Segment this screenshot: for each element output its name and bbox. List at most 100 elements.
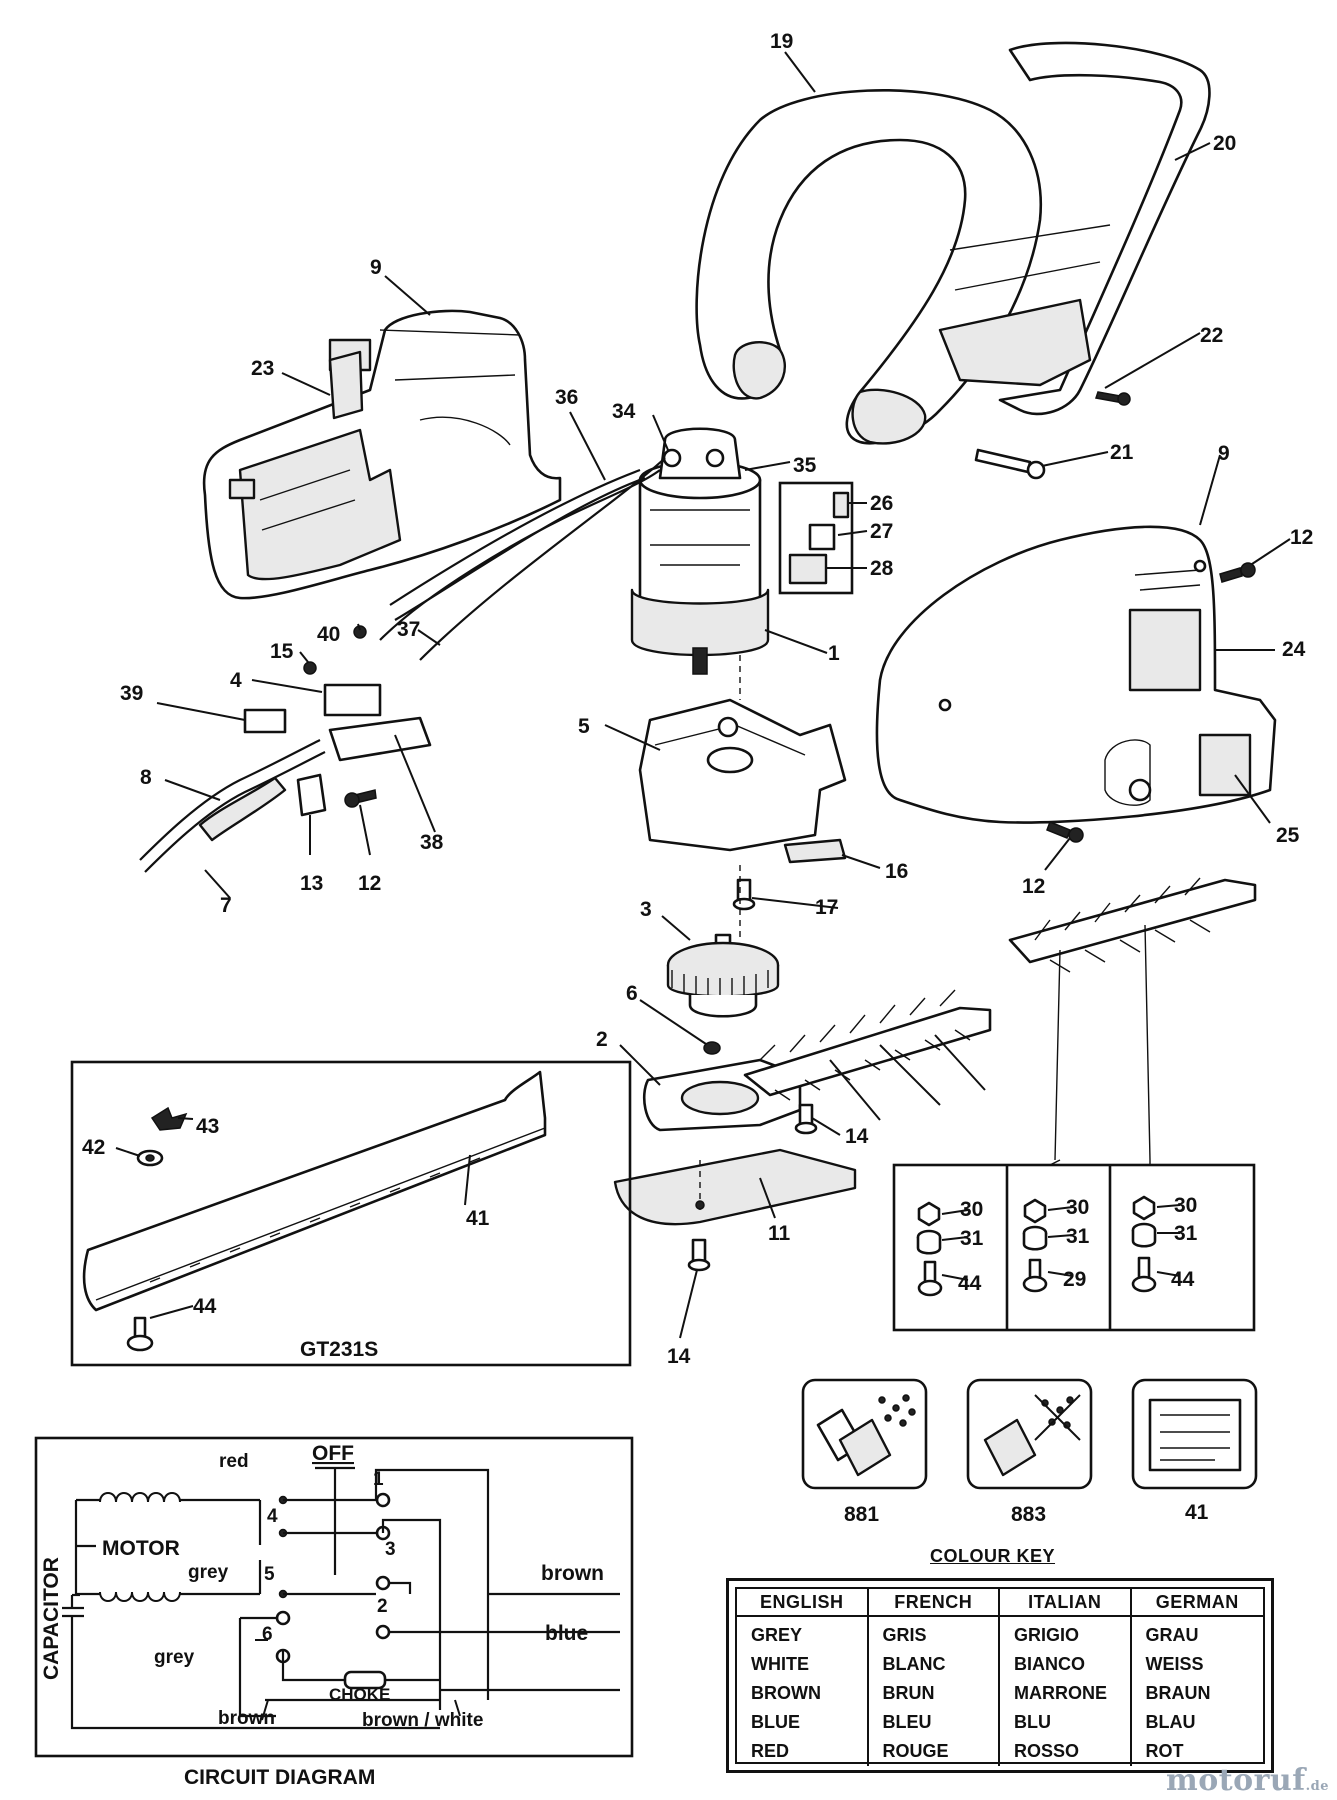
switch-cover-part-23	[328, 350, 364, 420]
callout-42: 42	[82, 1136, 105, 1159]
screw-part-14-lower	[687, 1238, 711, 1272]
blade-assembly	[743, 989, 992, 1121]
callout-2: 2	[596, 1028, 608, 1051]
colour-cell: BLAU	[1145, 1712, 1196, 1732]
colour-cell: MARRONE	[1014, 1683, 1107, 1703]
callout-4: 4	[230, 669, 242, 692]
clamp-part-38	[328, 716, 432, 762]
colour-key-table: ENGLISH GREY WHITE BROWN BLUE RED FRENCH…	[726, 1578, 1274, 1773]
holder-part-28	[788, 553, 828, 585]
gear-part-3	[666, 933, 780, 1018]
colour-key-title: COLOUR KEY	[930, 1546, 1056, 1566]
screw-part-29-kit2	[1022, 1258, 1048, 1293]
colour-cell: BLUE	[751, 1712, 800, 1732]
kit1-callout-44: 44	[958, 1272, 982, 1295]
choke-label: CHOKE	[329, 1685, 390, 1704]
wire-label-brown-right: brown	[541, 1562, 604, 1585]
callout-36: 36	[555, 386, 578, 409]
callout-25: 25	[1276, 824, 1300, 847]
hand-wash-icon	[816, 1394, 916, 1477]
callout-3: 3	[640, 898, 652, 921]
column-header: ITALIAN	[1000, 1589, 1130, 1617]
screw-part-22	[1095, 391, 1131, 406]
callout-41: 41	[466, 1207, 490, 1230]
callout-40: 40	[317, 623, 340, 646]
switch-label-off: OFF	[312, 1442, 354, 1465]
kit2-callout-30: 30	[1066, 1196, 1089, 1219]
callout-43: 43	[196, 1115, 219, 1138]
symbol-41-label: 41	[1185, 1501, 1209, 1524]
brush-part-26	[832, 491, 850, 519]
circuit-diagram	[34, 1436, 634, 1758]
kit2-callout-31: 31	[1066, 1225, 1090, 1248]
circuit-diagram-title: CIRCUIT DIAGRAM	[184, 1766, 375, 1789]
motor-label: MOTOR	[102, 1537, 180, 1560]
callout-19: 19	[770, 30, 793, 53]
callout-21: 21	[1110, 441, 1134, 464]
bottom-plate-part-11	[613, 1148, 857, 1226]
colour-cell: WHITE	[751, 1654, 809, 1674]
wing-nut-part-43	[150, 1106, 188, 1131]
callout-12-left: 12	[358, 872, 381, 895]
callout-11: 11	[768, 1222, 791, 1245]
cable-sleeve-part-8	[198, 776, 287, 842]
nut-part-30-kit1	[917, 1201, 941, 1227]
symbol-41-box	[1131, 1378, 1258, 1490]
brush-holder-part-34	[662, 448, 682, 468]
colour-cell: GRIGIO	[1014, 1625, 1080, 1645]
manual-sheet-icon	[1148, 1398, 1242, 1472]
circuit-labels: red OFF 1 4 3 MOTOR grey 5 brown 2 6 blu…	[40, 1442, 604, 1789]
hand-guard-part-20	[938, 41, 1211, 416]
hardware-kits-box	[892, 1163, 1256, 1332]
gearbox-part-5	[638, 698, 847, 852]
callout-28: 28	[870, 557, 894, 580]
nut-part-30-kit3	[1132, 1195, 1156, 1221]
callout-20: 20	[1213, 132, 1236, 155]
callout-17: 17	[815, 896, 838, 919]
kit1-callout-31: 31	[960, 1227, 984, 1250]
capacitor-label: CAPACITOR	[40, 1557, 63, 1680]
terminal-6: 6	[262, 1624, 273, 1645]
spacer-part-31-kit3	[1131, 1222, 1157, 1248]
colour-cell: BRUN	[882, 1683, 935, 1703]
inset-gt231s	[70, 1060, 632, 1367]
callout-27: 27	[870, 520, 893, 543]
colour-cell: ROUGE	[882, 1741, 949, 1761]
screw-part-44-kit3	[1131, 1256, 1157, 1293]
no-wash-icon	[983, 1394, 1081, 1477]
colour-key-column-german: GERMAN GRAU WEISS BRAUN BLAU ROT	[1131, 1589, 1263, 1766]
callout-7: 7	[220, 894, 232, 917]
callout-39: 39	[120, 682, 143, 705]
nut-part-30-kit2	[1023, 1198, 1047, 1224]
symbol-881-box	[801, 1378, 928, 1490]
pad-part-16	[783, 838, 847, 864]
callout-leaders	[115, 51, 1291, 1339]
colour-cell: GRAU	[1145, 1625, 1199, 1645]
colour-cell: BLANC	[882, 1654, 946, 1674]
colour-cell: GREY	[751, 1625, 803, 1645]
wire-label-grey-left: grey	[154, 1647, 195, 1668]
callout-labels: 19 20 9 23 36 34 35 22 21 26 27 28 9 12 …	[82, 30, 1313, 1526]
column-header: ENGLISH	[737, 1589, 867, 1617]
callout-24: 24	[1282, 638, 1306, 661]
callout-5: 5	[578, 715, 590, 738]
symbol-883-label: 883	[1011, 1503, 1046, 1526]
blade-section-right	[1008, 877, 1257, 973]
callout-8: 8	[140, 766, 152, 789]
colour-cell: BLU	[1014, 1712, 1051, 1732]
column-header: FRENCH	[868, 1589, 998, 1617]
cable-part-7	[139, 739, 326, 873]
callout-1: 1	[828, 642, 840, 665]
kit2-callout-29: 29	[1063, 1268, 1086, 1291]
strain-relief-part-4	[323, 683, 382, 717]
terminal-4: 4	[267, 1506, 278, 1527]
callout-9-left: 9	[370, 256, 382, 279]
screw-part-17	[732, 878, 756, 911]
callout-26: 26	[870, 492, 893, 515]
symbol-883-box	[966, 1378, 1093, 1490]
screw-part-40	[353, 625, 367, 639]
cable-clamp-part-13	[296, 773, 327, 817]
screw-part-44-inset	[126, 1316, 154, 1352]
terminal-2: 2	[377, 1596, 388, 1617]
